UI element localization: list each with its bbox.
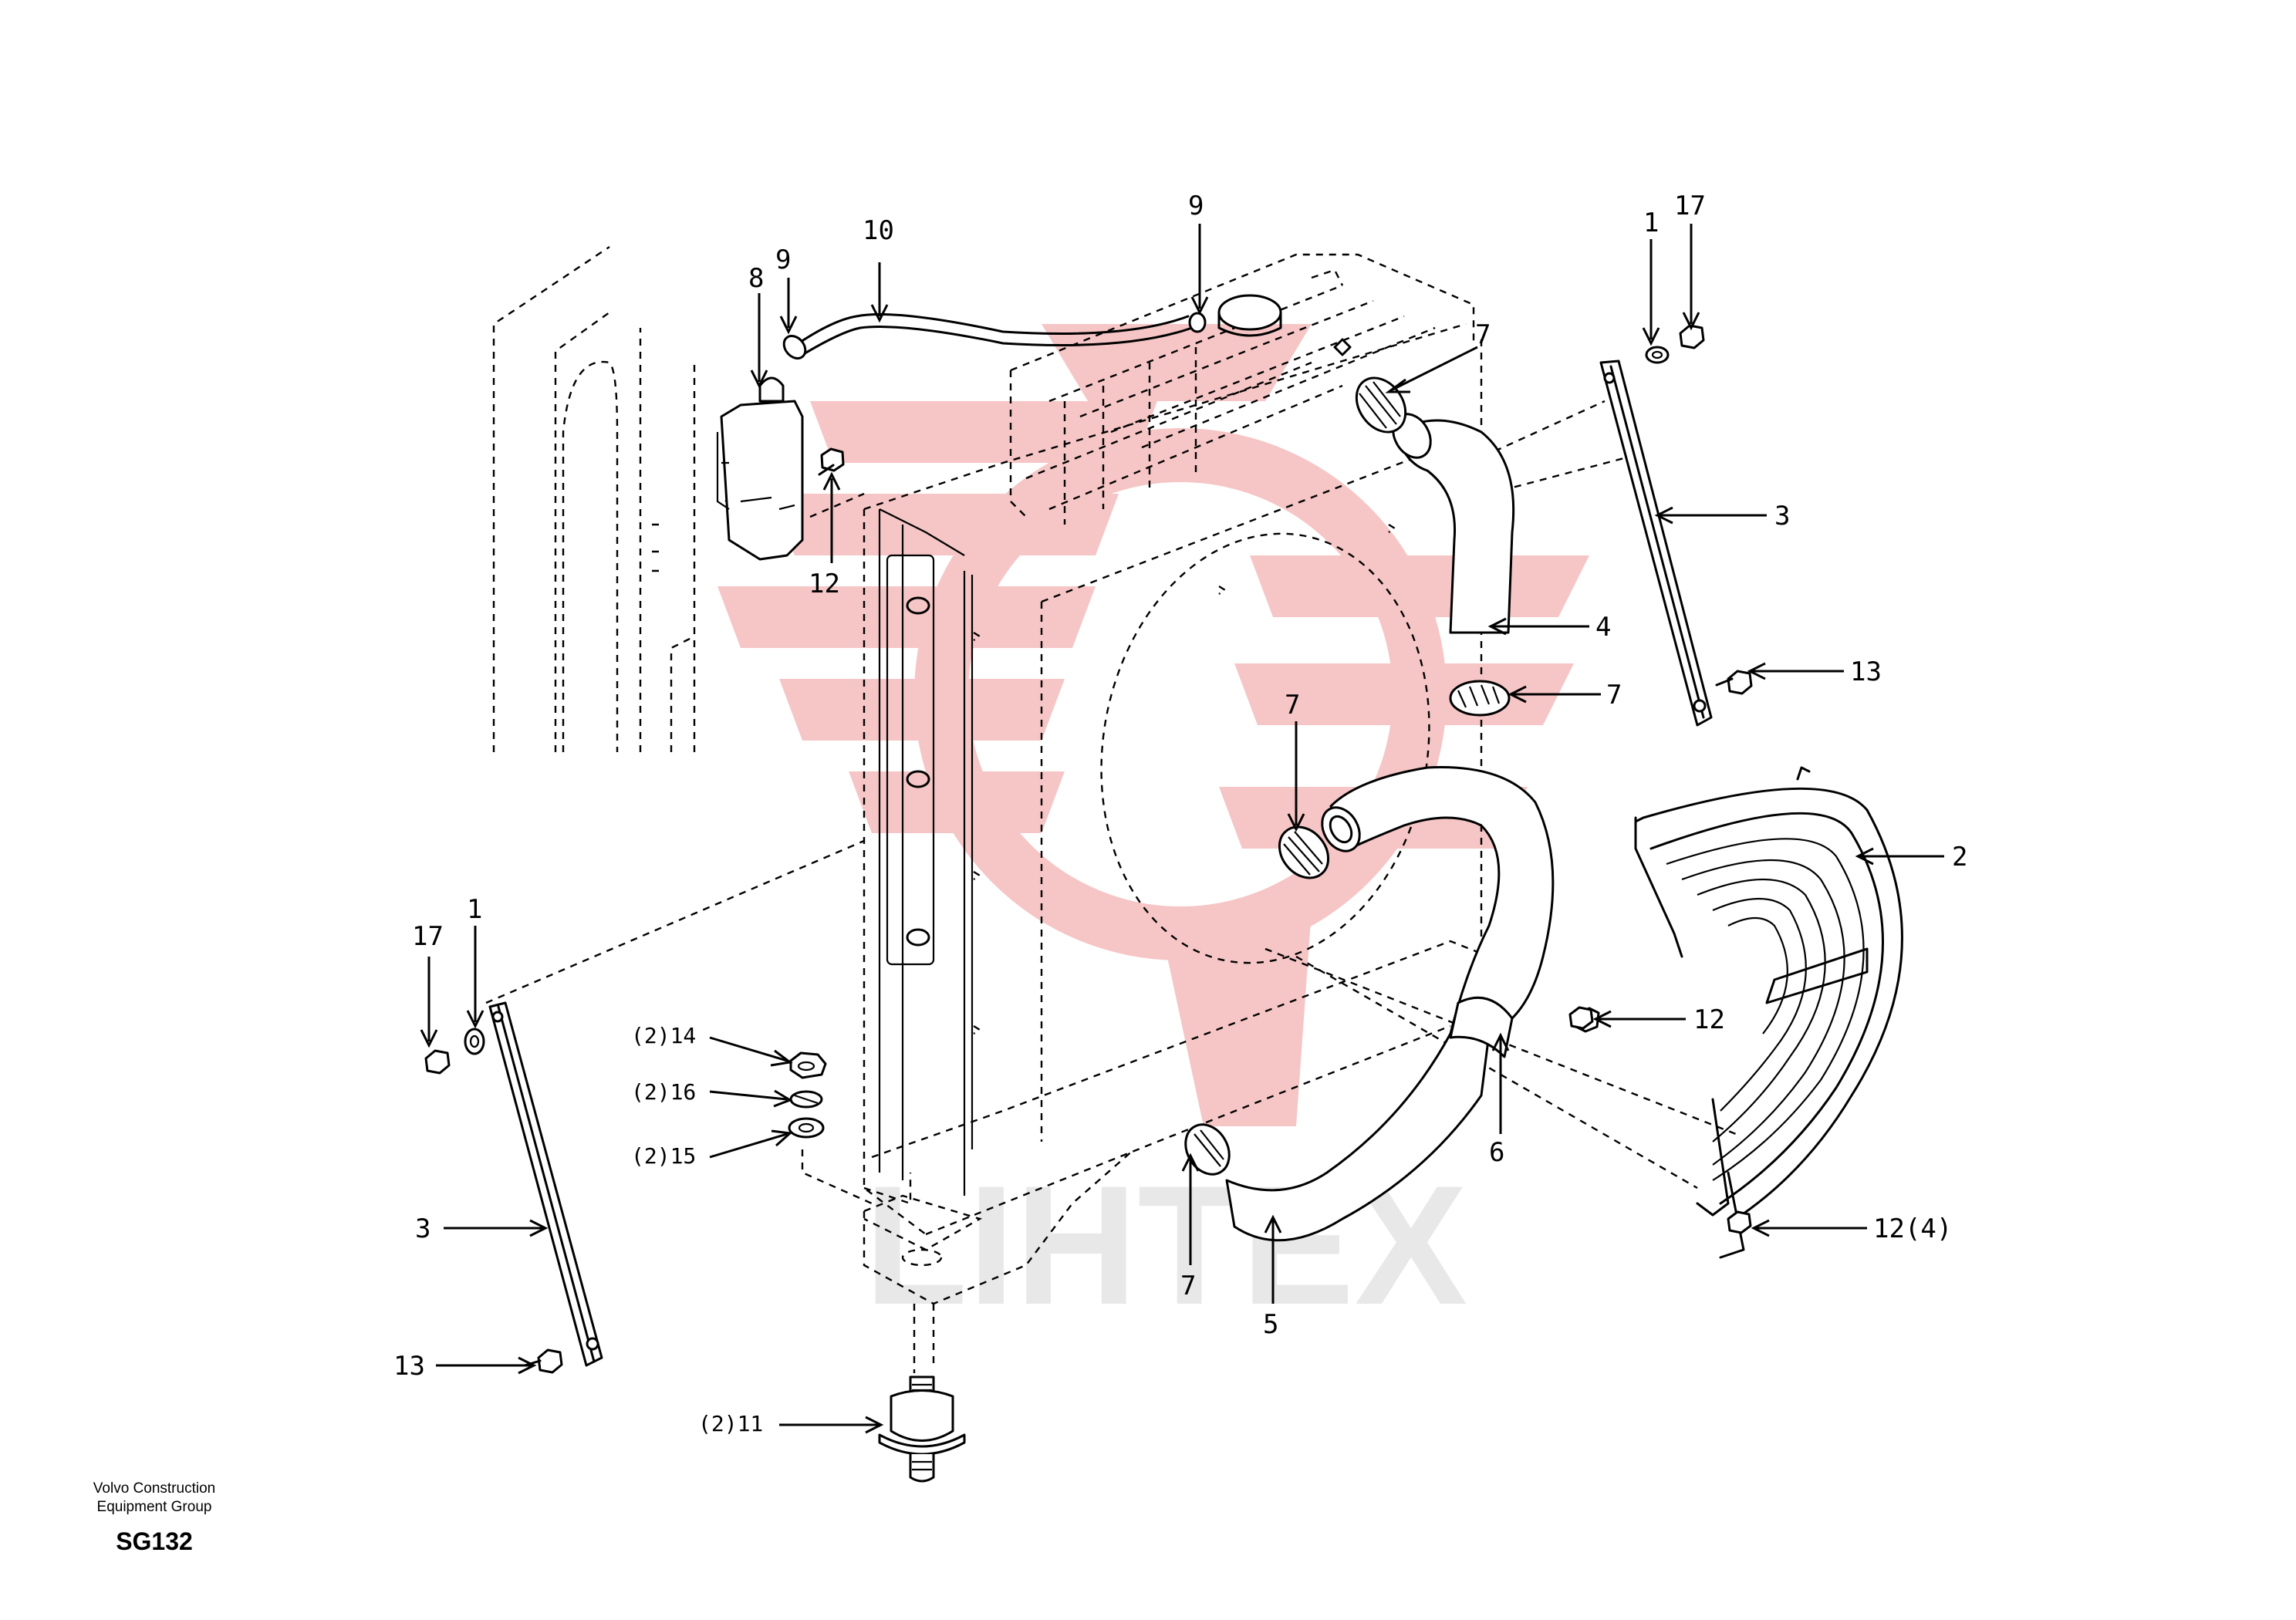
callout-1-left: 1 [467,894,482,925]
footer-block: Volvo Construction Equipment Group SG132 [31,1480,278,1556]
callout-6: 6 [1489,1137,1504,1168]
callout-10: 10 [863,215,894,246]
callout-1-top: 1 [1643,208,1659,238]
callout-2-11: (2)11 [698,1411,763,1436]
callout-9-right: 9 [1188,191,1204,221]
footer-company-line1: Volvo Construction [93,1480,216,1497]
callout-12-4: 12(4) [1873,1213,1952,1244]
callout-7-right: 7 [1606,680,1622,710]
callout-8: 8 [748,263,764,294]
tank-bolt [818,447,845,476]
callout-2-15: (2)15 [631,1143,696,1169]
callout-7-top: 7 [1475,319,1491,350]
footer-company-line2: Equipment Group [96,1499,212,1515]
overflow-hose [782,312,1207,359]
callout-2-16: (2)16 [631,1079,696,1105]
upper-hose [1355,376,1515,717]
callout-9-left: 9 [775,245,791,275]
callout-7-middle: 7 [1285,690,1300,721]
callout-17-left: 17 [412,921,444,952]
mount-hardware [788,1051,827,1139]
left-stay-bracket [424,1001,603,1374]
fan-guard [1634,766,1903,1259]
callout-5: 5 [1263,1309,1278,1340]
reservoir-tank [716,376,804,561]
right-stay-bracket [1599,324,1753,727]
guard-bolt-upper [1568,1006,1594,1030]
leader-arrows [420,224,1944,1434]
callout-12-right: 12 [1693,1004,1725,1035]
background-panel-outline [492,246,696,752]
callout-12-tank: 12 [809,569,840,599]
callout-4: 4 [1595,612,1611,643]
guard-bolt-lower [1727,1210,1752,1234]
callout-13-left: 13 [393,1351,425,1382]
callout-labels: 1 17 9 10 9 8 7 3 12 4 13 7 7 2 17 1 12 … [393,191,1967,1436]
rubber-mount [878,1375,966,1483]
callout-7-bottom: 7 [1180,1271,1196,1301]
callout-17-top: 17 [1674,191,1706,221]
callout-3-left: 3 [415,1213,430,1244]
lower-hose [1184,766,1600,1242]
diagram-code: SG132 [116,1527,193,1555]
callout-2-14: (2)14 [631,1023,696,1048]
callout-13-right: 13 [1850,656,1882,687]
callout-3-right: 3 [1774,501,1790,532]
callout-2: 2 [1952,842,1967,872]
